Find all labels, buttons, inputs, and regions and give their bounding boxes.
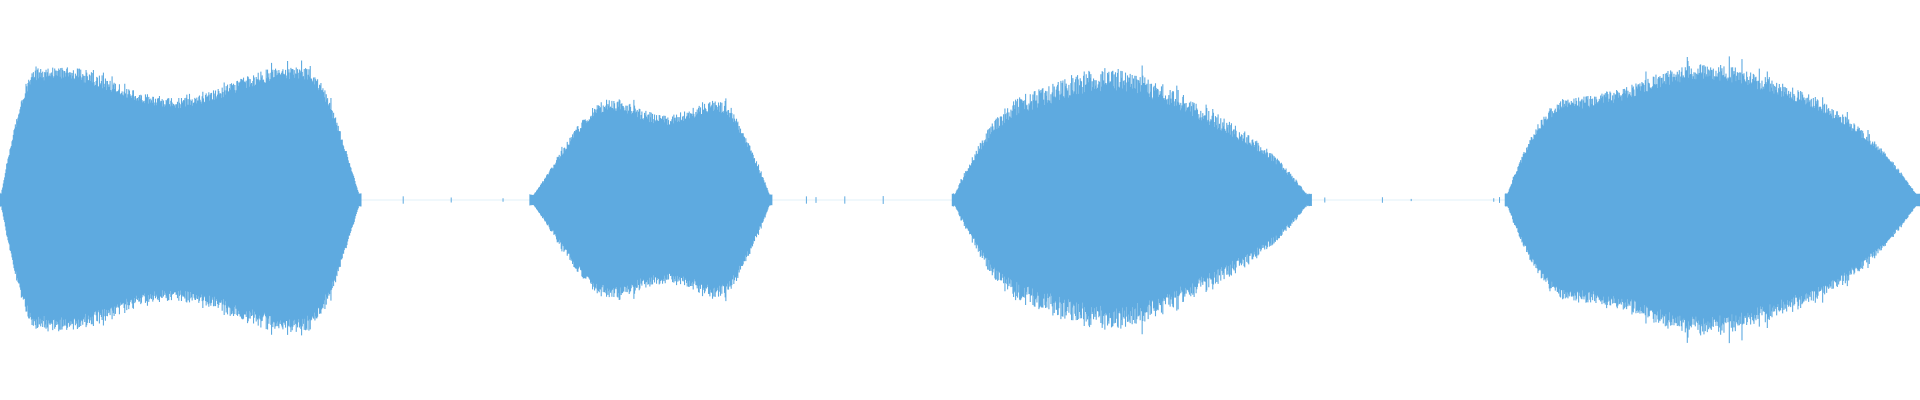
waveform-noise (402, 196, 1501, 204)
waveform-amplitude-bars (0, 60, 362, 336)
waveform-segment-1 (0, 60, 362, 336)
waveform-amplitude-bars (1504, 56, 1920, 344)
waveform-segment-2 (529, 98, 773, 302)
waveform-segment-3 (951, 65, 1312, 335)
waveform-amplitude-bars (951, 65, 1312, 335)
waveform-amplitude-bars (529, 98, 773, 302)
waveform-segment-4 (1504, 56, 1920, 344)
